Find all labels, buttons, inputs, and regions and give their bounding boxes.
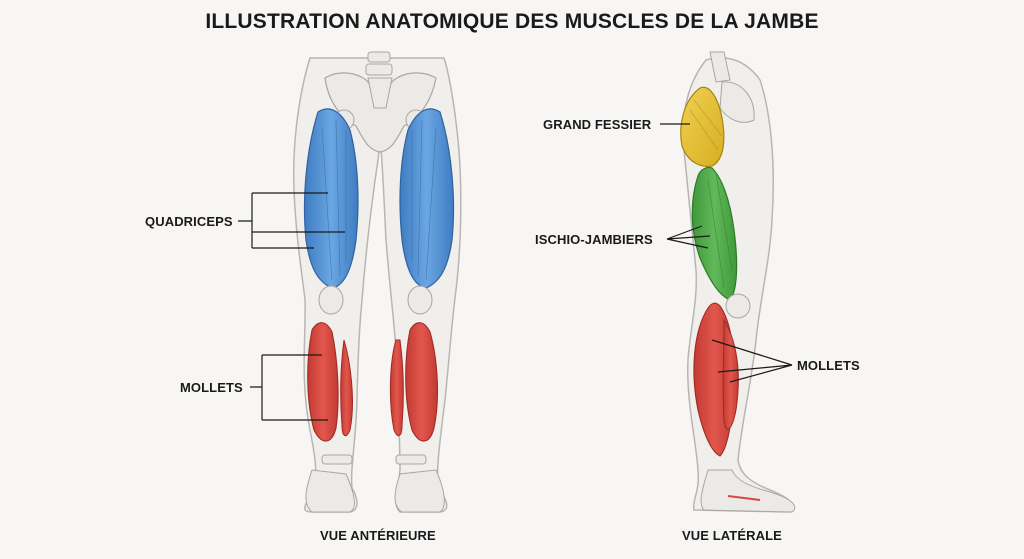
right-quadriceps-muscle xyxy=(399,108,455,289)
label-gluteus: GRAND FESSIER xyxy=(543,117,652,132)
label-anterior-view: VUE ANTÉRIEURE xyxy=(320,528,436,543)
label-calves-lateral: MOLLETS xyxy=(797,358,860,373)
right-knee xyxy=(407,285,433,315)
label-hamstrings: ISCHIO-JAMBIERS xyxy=(535,232,653,247)
left-foot xyxy=(305,469,355,513)
left-quadriceps-muscle xyxy=(303,108,359,289)
gluteus-maximus-muscle xyxy=(680,86,725,167)
lateral-foot xyxy=(700,469,796,513)
hamstrings-callout-lines xyxy=(666,225,711,249)
label-quadriceps: QUADRICEPS xyxy=(145,214,233,229)
lateral-view xyxy=(660,51,796,513)
left-knee xyxy=(318,285,344,315)
left-calf-muscle xyxy=(307,322,339,442)
right-calf-muscle xyxy=(405,322,439,442)
page-title: ILLUSTRATION ANATOMIQUE DES MUSCLES DE L… xyxy=(205,10,819,33)
anterior-view xyxy=(238,51,462,513)
right-foot xyxy=(394,469,445,513)
hamstrings-muscle xyxy=(691,166,738,301)
label-lateral-view: VUE LATÉRALE xyxy=(682,528,782,543)
calves-callout-lines-anterior xyxy=(250,354,328,421)
quadriceps-callout-lines xyxy=(238,192,345,249)
label-calves-anterior: MOLLETS xyxy=(180,380,243,395)
spine-bone xyxy=(365,51,393,109)
calves-callout-lines-lateral xyxy=(711,339,793,383)
